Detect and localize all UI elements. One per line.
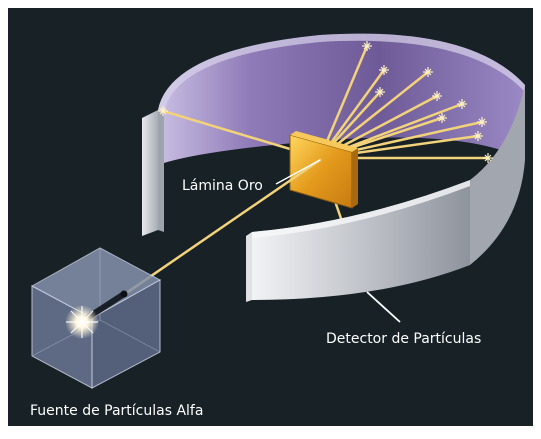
sparkle-icon xyxy=(483,153,493,163)
foil-leader-line xyxy=(275,159,321,185)
foil-label: Lámina Oro xyxy=(182,178,263,194)
sparkle-icon xyxy=(437,113,447,123)
detector-front-edge xyxy=(246,232,252,302)
incident-beam xyxy=(120,158,322,298)
detector-outer-wall xyxy=(252,180,470,300)
alpha-source-cube xyxy=(30,247,162,389)
beam-scatter xyxy=(318,44,369,160)
sparkle-icon xyxy=(158,106,168,116)
gold-foil xyxy=(289,131,358,209)
gold-foil-top xyxy=(290,131,358,152)
sparkle-icon xyxy=(432,91,442,101)
detector-left-edge xyxy=(158,110,164,232)
sparkle-icon xyxy=(457,99,467,109)
detector-right-wall xyxy=(470,85,525,265)
detector-outer-rim xyxy=(252,180,470,238)
source-label: Fuente de Partículas Alfa xyxy=(30,403,203,419)
detector-label: Detector de Partículas xyxy=(326,331,481,347)
sparkle-icon xyxy=(375,87,385,97)
emitter-opening xyxy=(120,290,128,298)
sparkle-icon xyxy=(379,65,389,75)
detector-left-panel xyxy=(142,110,158,236)
gold-foil-edge xyxy=(352,148,358,208)
sparkle-icon xyxy=(473,131,483,141)
detector-leader-line xyxy=(366,291,401,323)
impact-sparkles xyxy=(158,41,493,163)
sparkle-icon xyxy=(362,41,372,51)
sparkle-icon xyxy=(423,67,433,77)
sparkle-icon xyxy=(477,117,487,127)
